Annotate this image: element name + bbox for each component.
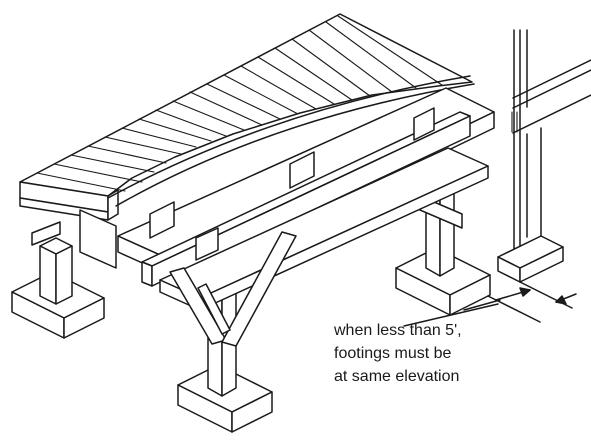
note-line-1: when less than 5', <box>334 322 462 339</box>
center-v-braces <box>169 231 297 347</box>
inner-joist-1 <box>141 111 471 287</box>
note-line-2: footings must be <box>334 345 452 362</box>
deck-front-edge <box>19 181 119 269</box>
house-wall <box>511 29 591 263</box>
footing-elevation-note: when less than 5', footings must be at s… <box>334 319 534 388</box>
annotation-leader-line <box>403 303 499 327</box>
joist-blocking <box>149 107 435 261</box>
dimension-marker <box>463 281 577 323</box>
house-foundation-footing <box>497 235 564 283</box>
post-left <box>39 237 73 305</box>
footing-center <box>177 364 273 433</box>
deck-cutaway-edge <box>107 75 475 207</box>
deck-boards <box>19 13 473 197</box>
note-line-3: at same elevation <box>334 368 460 385</box>
